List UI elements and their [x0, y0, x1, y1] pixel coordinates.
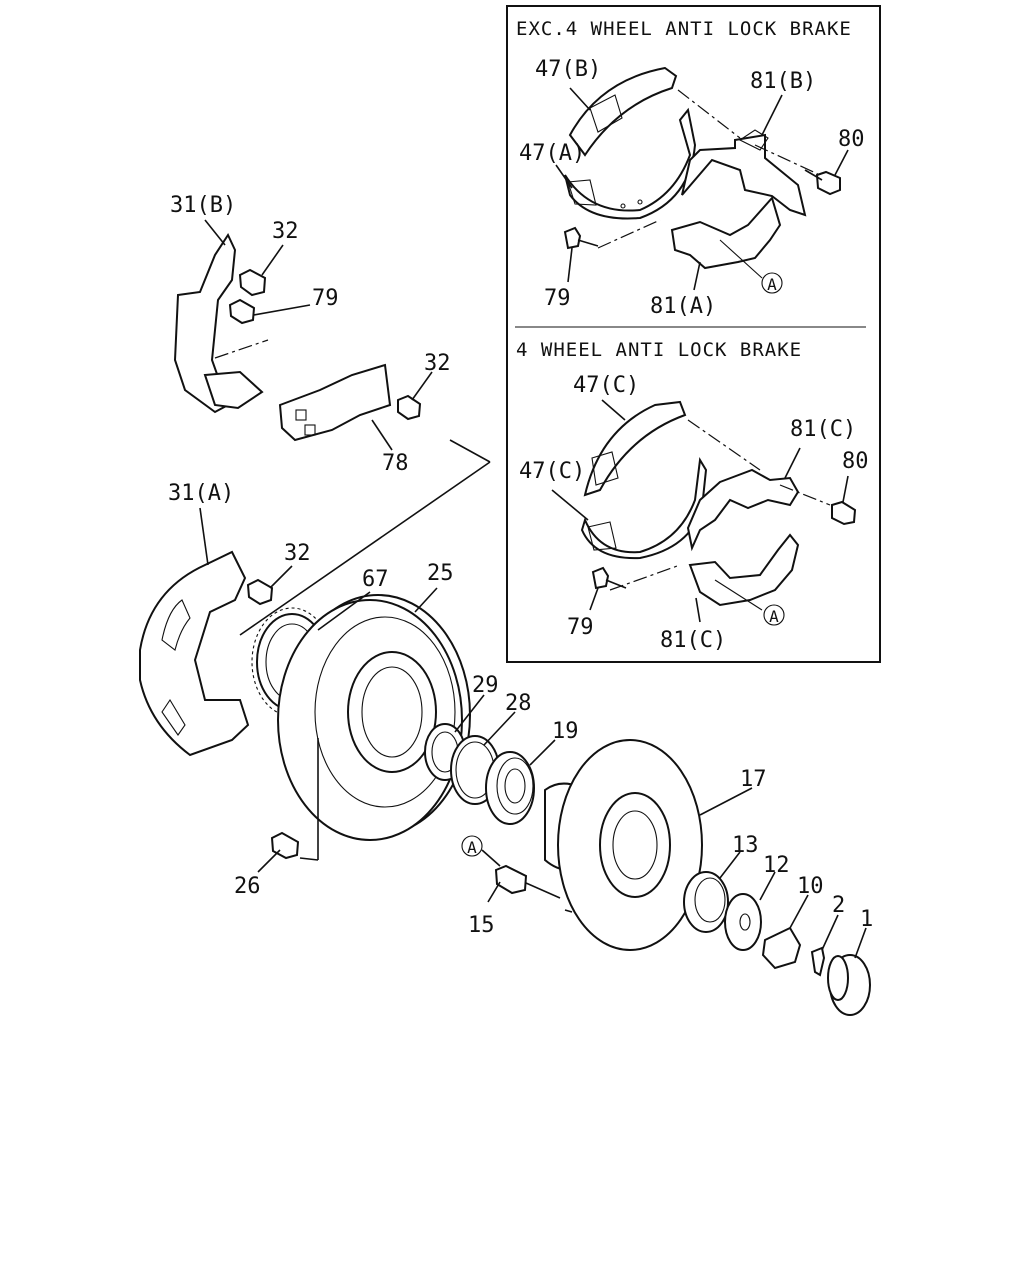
bolt-79-top	[563, 226, 599, 250]
dust-shield-31a	[139, 550, 250, 757]
sensor-bracket-81c-upper	[686, 468, 800, 552]
callout-79-main: 79	[312, 286, 339, 311]
callout-12: 12	[763, 853, 790, 878]
callout-81b: 81(B)	[750, 69, 816, 94]
callout-81c-lower: 81(C)	[660, 628, 726, 653]
brake-rotor-25	[277, 594, 471, 841]
callout-13: 13	[732, 833, 759, 858]
hub-bolt-15	[494, 864, 561, 899]
callout-19: 19	[552, 719, 579, 744]
callout-17: 17	[740, 767, 767, 792]
callout-79-top: 79	[544, 286, 571, 311]
brake-shoe-47c-lower	[580, 457, 708, 560]
callout-32-mid: 32	[424, 351, 451, 376]
callout-81a: 81(A)	[650, 294, 716, 319]
callout-labels: 47(B) 47(A) 81(B) 80 79 81(A) 47(C) 47(C…	[168, 57, 873, 938]
callout-78: 78	[382, 451, 409, 476]
brake-shoe-47a	[564, 107, 697, 220]
bearing-13	[683, 871, 729, 933]
sensor-plate-81a	[670, 195, 782, 270]
brake-shoe-47b	[568, 66, 678, 157]
callout-79-bottom: 79	[567, 615, 594, 640]
sensor-plate-81c-lower	[688, 533, 800, 607]
callout-1: 1	[860, 907, 873, 932]
callout-10: 10	[797, 874, 824, 899]
ref-marker-a-main-text: A	[467, 838, 477, 857]
callout-32-lower: 32	[284, 541, 311, 566]
bolt-79-main	[228, 298, 256, 325]
grease-cap-1	[827, 954, 871, 1016]
brake-shoe-47c-upper	[583, 400, 687, 497]
bolt-79-bottom	[591, 566, 627, 590]
callout-47c-lower: 47(C)	[519, 459, 585, 484]
callout-80-bottom: 80	[842, 449, 869, 474]
ref-marker-a-main	[461, 835, 483, 857]
ref-marker-a-top	[761, 272, 783, 294]
bearing-19	[485, 751, 535, 825]
callout-31b: 31(B)	[170, 193, 236, 218]
callout-15: 15	[468, 913, 495, 938]
callout-31a: 31(A)	[168, 481, 234, 506]
sensor-bracket-81b	[681, 129, 807, 217]
bolt-32-upper	[238, 268, 267, 297]
washer-12	[724, 893, 762, 951]
wheel-hub-17	[544, 739, 703, 951]
bolt-80-bottom	[831, 500, 857, 526]
castle-nut-10	[761, 926, 802, 970]
callout-29: 29	[472, 673, 499, 698]
bolt-32-mid	[397, 394, 422, 421]
ref-marker-a-top-text: A	[767, 275, 777, 294]
callout-81c-upper: 81(C)	[790, 417, 856, 442]
callout-2: 2	[832, 893, 845, 918]
bracket-78	[278, 363, 392, 442]
inset-bottom-title: 4 WHEEL ANTI LOCK BRAKE	[516, 339, 802, 361]
dust-shield-31b	[173, 232, 264, 414]
inset-frame	[506, 5, 881, 663]
cotter-pin-2	[810, 946, 826, 977]
callout-80-top: 80	[838, 127, 865, 152]
inset-top-title: EXC.4 WHEEL ANTI LOCK BRAKE	[516, 18, 852, 40]
callout-26: 26	[234, 874, 261, 899]
bolt-80-top	[804, 169, 841, 196]
bolt-32-lower	[246, 578, 274, 606]
ref-marker-a-bottom-text: A	[769, 607, 779, 626]
callout-47c-upper: 47(C)	[573, 373, 639, 398]
callout-25: 25	[427, 561, 454, 586]
callout-28: 28	[505, 691, 532, 716]
ref-marker-a-bottom	[763, 604, 785, 626]
callout-32-upper: 32	[272, 219, 299, 244]
leader-lines	[199, 87, 867, 959]
callout-47a: 47(A)	[519, 141, 585, 166]
callout-47b: 47(B)	[535, 57, 601, 82]
callout-67: 67	[362, 567, 389, 592]
